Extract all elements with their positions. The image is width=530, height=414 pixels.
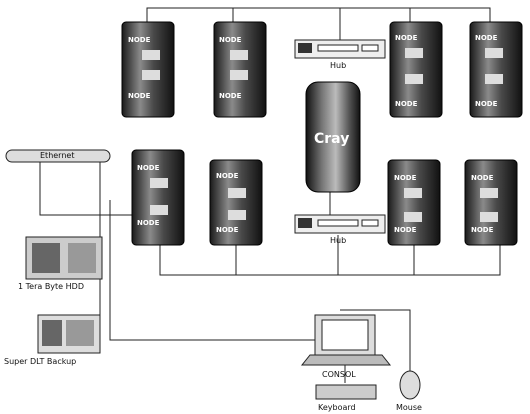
keyboard: Keyboard	[315, 384, 377, 412]
node-label: NODE	[394, 226, 417, 234]
node-label: NODE	[395, 100, 418, 108]
node-tower-2: NODE NODE	[213, 21, 267, 118]
node-label: NODE	[128, 92, 151, 100]
node-label: NODE	[216, 172, 239, 180]
storage-label: 1 Tera Byte HDD	[18, 282, 84, 291]
storage-hdd: 1 Tera Byte HDD	[18, 236, 103, 291]
ethernet-label: Ethernet	[40, 151, 74, 160]
mouse: Mouse	[396, 370, 422, 412]
node-label: NODE	[471, 226, 494, 234]
node-label: NODE	[394, 174, 417, 182]
hub-top-label: Hub	[330, 61, 346, 70]
ethernet-bus: Ethernet	[5, 149, 111, 163]
node-label: NODE	[475, 34, 498, 42]
node-tower-5: NODE NODE	[131, 149, 185, 246]
node-label: NODE	[137, 164, 160, 172]
node-label: NODE	[471, 174, 494, 182]
node-label: NODE	[475, 100, 498, 108]
hub-top: Hub	[294, 39, 386, 70]
node-tower-3: NODE NODE	[389, 21, 443, 118]
node-label: NODE	[216, 226, 239, 234]
keyboard-label: Keyboard	[318, 403, 356, 412]
console-label: CONSOL	[322, 370, 356, 379]
hub-bottom: Hub	[294, 214, 386, 245]
backup-label: Super DLT Backup	[4, 357, 76, 366]
cray-supercomputer: Cray	[305, 81, 361, 193]
hub-bottom-label: Hub	[330, 236, 346, 245]
node-tower-8: NODE NODE	[464, 159, 518, 246]
node-label: NODE	[128, 36, 151, 44]
node-tower-4: NODE NODE	[469, 21, 523, 118]
cray-label: Cray	[314, 131, 349, 147]
mouse-label: Mouse	[396, 403, 422, 412]
node-tower-7: NODE NODE	[387, 159, 441, 246]
console-laptop: CONSOL	[300, 314, 392, 379]
backup-drive: Super DLT Backup	[4, 314, 101, 366]
node-tower-1: NODE NODE	[121, 21, 175, 118]
node-label: NODE	[395, 34, 418, 42]
node-label: NODE	[219, 36, 242, 44]
node-label: NODE	[219, 92, 242, 100]
node-tower-6: NODE NODE	[209, 159, 263, 246]
node-label: NODE	[137, 219, 160, 227]
